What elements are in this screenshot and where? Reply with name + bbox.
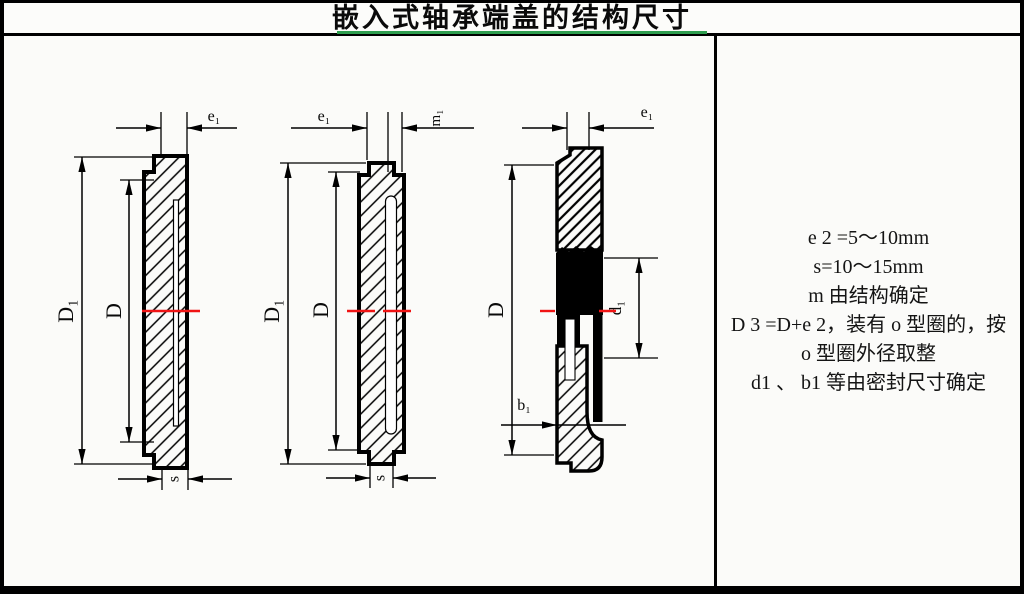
fig2-s-label: s (372, 475, 389, 481)
figure-2: e₁ m₁ D₁ (259, 108, 474, 488)
fig3-extension-lines (504, 112, 658, 456)
fig3-right-wall (593, 315, 603, 422)
title-bar: 嵌入式轴承端盖的结构尺寸 (4, 3, 1020, 36)
fig1-dim-e1: e₁ (116, 108, 237, 132)
title-underline (337, 31, 707, 34)
fig2-part-section (357, 161, 406, 466)
figure-3: e₁ D d₁ (483, 104, 658, 473)
fig2-extension-lines (280, 112, 403, 488)
fig1-e1-label: e₁ (208, 108, 221, 125)
fig2-dim-D: D (308, 172, 340, 450)
note-line-3: m 由结构确定 (808, 285, 929, 307)
fig3-seal-block (556, 246, 603, 315)
notes-panel: e 2 =5～10mm s=10～15mm m 由结构确定 D 3 =D+e 2… (717, 36, 1020, 586)
fig2-inner-recess (384, 195, 398, 435)
fig2-dim-e1: e₁ (291, 108, 367, 132)
fig3-e1-label: e₁ (641, 104, 654, 121)
fig1-dim-D1: D₁ (53, 157, 86, 464)
fig3-seal-slot (564, 318, 576, 381)
fig1-inner-slot (172, 199, 180, 427)
fig2-dim-m1: m₁ (402, 110, 474, 132)
fig3-top-block (555, 146, 604, 252)
note-line-2: s=10～15mm (813, 256, 924, 278)
fig1-dim-s: s (118, 475, 232, 483)
fig3-b1-label: b₁ (517, 397, 531, 414)
fig3-dim-b1: b₁ (501, 397, 626, 429)
fig1-dim-D: D (101, 180, 133, 442)
body-row: e₁ D₁ D (4, 36, 1020, 586)
technical-drawing: e₁ D₁ D (53, 104, 658, 490)
fig2-dim-s: s (326, 474, 436, 482)
fig3-dim-e1: e₁ (522, 104, 654, 132)
fig3-dim-D: D (483, 165, 516, 455)
fig2-m1-label: m₁ (428, 110, 444, 127)
fig2-D1-label: D₁ (259, 299, 284, 323)
note-line-1: e 2 =5～10mm (807, 227, 930, 249)
fig1-D1-label: D₁ (53, 299, 78, 323)
fig1-e1-arrow-left (146, 124, 161, 132)
fig2-D-label: D (308, 302, 333, 318)
fig1-D-label: D (101, 303, 126, 319)
figure-1: e₁ D₁ D (53, 108, 237, 490)
note-line-5: o 型圈外径取整 (801, 343, 936, 365)
note-line-4: D 3 =D+e 2，装有 o 型圈的，按 (730, 314, 1007, 336)
panel-divider (714, 36, 717, 586)
fig2-dim-D1: D₁ (259, 163, 292, 464)
fig3-dim-d1: d₁ (606, 258, 643, 358)
page-title: 嵌入式轴承端盖的结构尺寸 (332, 2, 692, 33)
fig3-d1-label: d₁ (606, 301, 625, 315)
fig1-s-label: s (166, 476, 183, 482)
fig1-e1-arrow-right (187, 124, 202, 132)
fig2-e1-label: e₁ (318, 108, 331, 125)
fig3-D-label: D (483, 302, 508, 318)
drawing-area: e₁ D₁ D (4, 36, 714, 586)
note-line-6: d1 、 b1 等由密封尺寸确定 (751, 372, 986, 394)
